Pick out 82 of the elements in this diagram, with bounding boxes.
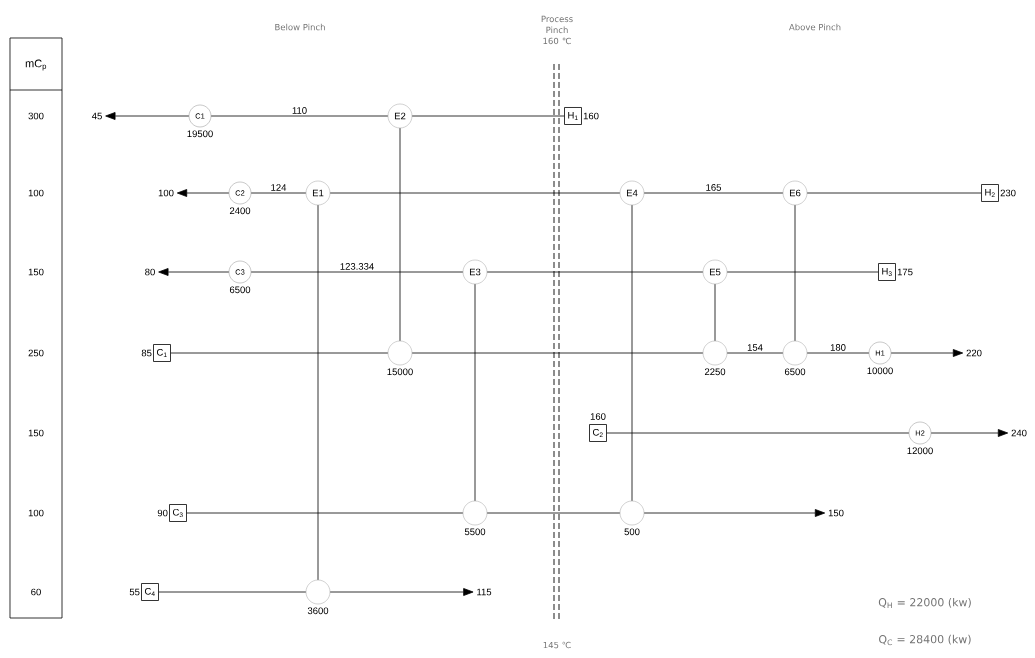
duty-label: 6500 — [229, 286, 251, 294]
temperature-label: 160 — [583, 112, 599, 120]
stream-box: C$_{2}$ — [589, 424, 607, 442]
stream-line — [411, 352, 704, 354]
stream-line — [726, 271, 879, 273]
stream-line — [486, 512, 621, 514]
edge-label: 180 — [830, 344, 846, 351]
stream-line — [329, 192, 621, 194]
arrow — [158, 268, 230, 276]
annotation-label: Q$_{C}$ = 28400 (kw) — [879, 634, 971, 646]
temperature-label: 45 — [91, 112, 102, 120]
temperature-label: 150 — [828, 509, 844, 517]
stream-line — [714, 283, 716, 342]
temperature-label: 85 — [141, 349, 152, 357]
stream-line — [250, 192, 307, 194]
temperature-label: 220 — [966, 349, 982, 357]
arrow — [930, 429, 1009, 437]
temperature-label: 160 — [590, 413, 606, 420]
table-cell: 100 — [28, 189, 44, 197]
table-cell: 250 — [28, 349, 44, 357]
duty-label: 6500 — [784, 368, 806, 376]
stream-line — [411, 115, 565, 117]
stream-line — [806, 352, 870, 354]
duty-label: 12000 — [907, 447, 933, 455]
edge-label: 124 — [271, 184, 287, 191]
edge-label: 165 — [706, 184, 722, 191]
annotation-label: Above Pinch — [789, 23, 841, 31]
temperature-label: 240 — [1011, 429, 1027, 437]
annotation-label: Process Pinch 160 ℃ — [541, 15, 573, 45]
stream-line — [210, 115, 389, 117]
edge-label: 154 — [747, 344, 763, 351]
temperature-label: 90 — [157, 509, 168, 517]
stream-line — [806, 192, 982, 194]
temperature-label: 230 — [1000, 189, 1016, 197]
stream-box: C$_{1}$ — [153, 344, 171, 362]
table-cell: mC$_{p}$ — [25, 59, 47, 71]
stream-box: C$_{4}$ — [141, 583, 159, 601]
table-cell: 150 — [28, 429, 44, 437]
stream-line — [486, 271, 704, 273]
edge-label: 110 — [292, 107, 307, 114]
stream-line — [643, 192, 784, 194]
duty-label: 3600 — [307, 607, 329, 615]
stream-box: H$_{3}$ — [878, 263, 896, 281]
stream-line — [794, 204, 796, 342]
arrow — [890, 349, 964, 357]
arrow — [105, 112, 190, 120]
annotation-label: Below Pinch — [275, 23, 325, 31]
temperature-label: 175 — [897, 268, 913, 276]
duty-label: 500 — [624, 528, 640, 536]
table-cell: 150 — [28, 268, 44, 276]
arrow — [643, 509, 826, 517]
stream-box: H$_{2}$ — [981, 184, 999, 202]
arrow — [176, 189, 230, 197]
stream-line — [170, 352, 389, 354]
stream-line — [474, 283, 476, 502]
duty-label: 15000 — [387, 368, 413, 376]
temperature-label: 55 — [129, 588, 140, 596]
table-cell: 300 — [28, 112, 44, 120]
stream-line — [399, 127, 401, 342]
stream-line — [186, 512, 464, 514]
stream-line — [158, 591, 307, 593]
temperature-label: 100 — [158, 189, 174, 197]
annotation-label: 145 ℃ — [543, 641, 571, 649]
stream-line — [606, 432, 910, 434]
temperature-label: 80 — [145, 268, 155, 276]
temperature-label: 115 — [477, 588, 492, 596]
table-cell: 60 — [31, 588, 41, 596]
duty-label: 19500 — [187, 130, 213, 138]
duty-label: 2400 — [229, 207, 251, 215]
table-cell: 100 — [28, 509, 44, 517]
stream-line — [631, 204, 633, 502]
stream-line — [250, 271, 464, 273]
arrow — [329, 588, 474, 596]
stream-box: C$_{3}$ — [169, 504, 187, 522]
annotation-label: Q$_{H}$ = 22000 (kw) — [878, 597, 971, 609]
duty-label: 2250 — [704, 368, 726, 376]
duty-label: 10000 — [867, 367, 893, 375]
duty-label: 5500 — [464, 528, 486, 536]
stream-line — [726, 352, 784, 354]
stream-box: H$_{1}$ — [564, 107, 582, 125]
stream-line — [317, 204, 319, 581]
edge-label: 123.334 — [340, 263, 374, 270]
